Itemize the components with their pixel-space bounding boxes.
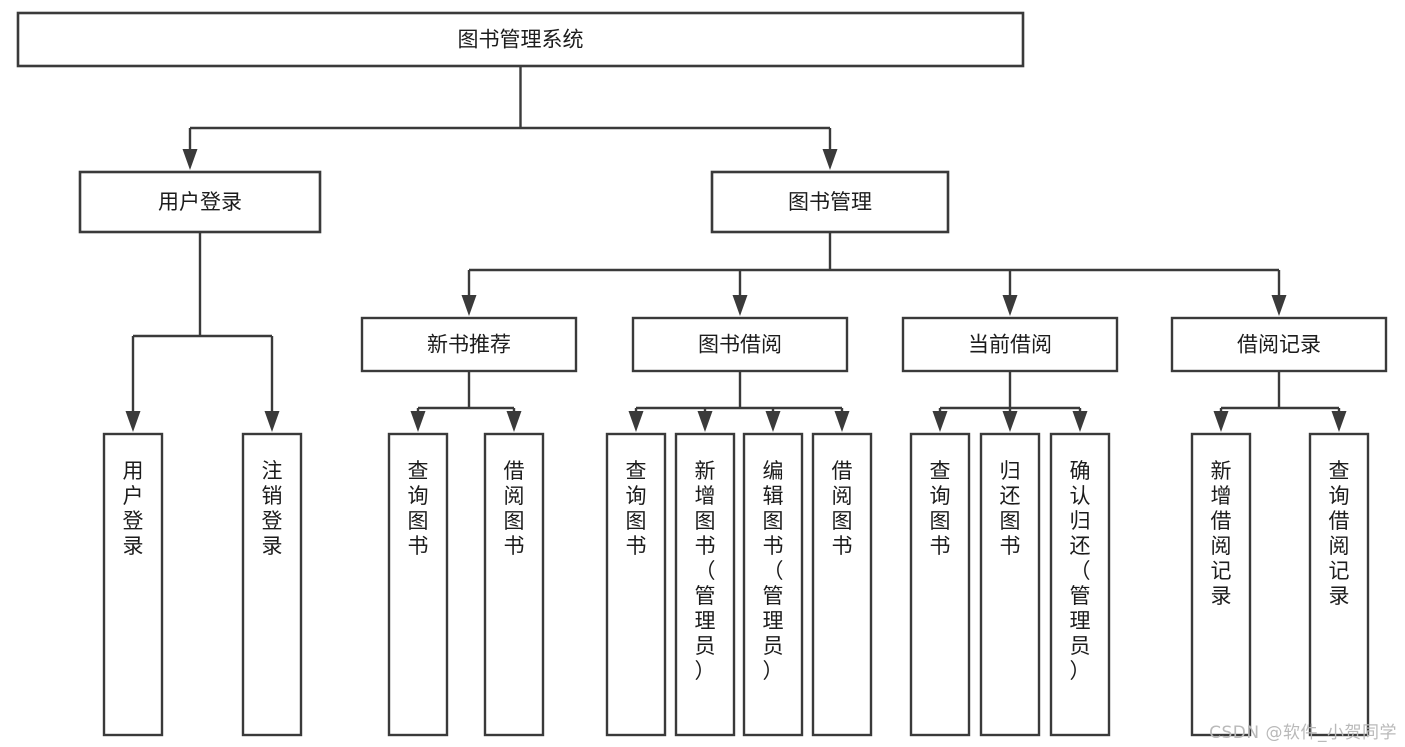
connector-layer	[131, 66, 1341, 426]
node-borrow-record[interactable]: 借阅记录	[1170, 316, 1388, 373]
node-box-leaf-confirm-return	[1049, 432, 1111, 737]
node-label-book-borrow: 图书借阅	[698, 333, 782, 357]
node-user-login[interactable]: 用户登录	[78, 170, 322, 234]
arrow-leaf-query-book-recommend	[410, 411, 426, 432]
node-box-leaf-query-book-recommend	[387, 432, 449, 737]
node-label-leaf-confirm-return: 确认归还（管理员）	[1070, 459, 1091, 683]
arrow-leaf-user-login	[125, 411, 141, 432]
user-login-bus	[131, 232, 274, 426]
node-leaf-query-book-current[interactable]: 查询图书	[909, 432, 971, 737]
arrow-leaf-query-borrow-record	[1331, 411, 1347, 432]
node-box-leaf-add-book	[674, 432, 736, 737]
arrow-leaf-logout	[264, 411, 280, 432]
arrow-leaf-edit-book	[765, 411, 781, 432]
node-box-current-borrow	[901, 316, 1119, 373]
arrow-leaf-query-book-current	[932, 411, 948, 432]
arrow-new-book-recommend	[461, 295, 477, 316]
arrow-leaf-return-book	[1002, 411, 1018, 432]
node-current-borrow[interactable]: 当前借阅	[901, 316, 1119, 373]
node-leaf-query-book-recommend[interactable]: 查询图书	[387, 432, 449, 737]
node-label-leaf-edit-book: 编辑图书（管理员）	[763, 459, 784, 683]
node-box-leaf-edit-book	[742, 432, 804, 737]
node-new-book-recommend[interactable]: 新书推荐	[360, 316, 578, 373]
arrow-leaf-confirm-return	[1072, 411, 1088, 432]
node-box-leaf-query-borrow-record	[1308, 432, 1370, 737]
arrow-leaf-query-book-borrow	[628, 411, 644, 432]
node-label-leaf-add-borrow-record: 新增借阅记录	[1211, 459, 1232, 608]
node-label-leaf-borrow-book: 借阅图书	[832, 459, 853, 558]
node-label-leaf-logout: 注销登录	[262, 459, 283, 558]
node-box-book-borrow	[631, 316, 849, 373]
recommend-bus	[416, 371, 516, 426]
arrow-current-borrow	[1002, 295, 1018, 316]
node-box-leaf-add-borrow-record	[1190, 432, 1252, 737]
book-manage-bus	[467, 232, 1281, 310]
node-label-user-login: 用户登录	[158, 190, 242, 214]
node-box-leaf-user-login	[102, 432, 164, 737]
node-label-leaf-query-book-current: 查询图书	[930, 459, 951, 558]
node-label-new-book-recommend: 新书推荐	[427, 333, 511, 357]
node-leaf-edit-book[interactable]: 编辑图书（管理员）	[742, 432, 804, 737]
node-box-leaf-query-book-borrow	[605, 432, 667, 737]
node-root[interactable]: 图书管理系统	[16, 11, 1025, 68]
node-leaf-query-book-borrow[interactable]: 查询图书	[605, 432, 667, 737]
node-label-leaf-user-login: 用户登录	[123, 459, 144, 558]
arrow-user-login	[182, 149, 198, 170]
node-leaf-logout[interactable]: 注销登录	[241, 432, 303, 737]
arrow-leaf-borrow-book-recommend	[506, 411, 522, 432]
node-leaf-return-book[interactable]: 归还图书	[979, 432, 1041, 737]
node-label-leaf-borrow-book-recommend: 借阅图书	[504, 459, 525, 558]
arrow-leaf-add-book	[697, 411, 713, 432]
node-leaf-query-borrow-record[interactable]: 查询借阅记录	[1308, 432, 1370, 737]
node-label-leaf-query-borrow-record: 查询借阅记录	[1329, 459, 1350, 608]
arrowhead-layer	[125, 149, 1347, 432]
node-leaf-add-borrow-record[interactable]: 新增借阅记录	[1190, 432, 1252, 737]
node-label-leaf-query-book-borrow: 查询图书	[626, 459, 647, 558]
node-leaf-borrow-book-recommend[interactable]: 借阅图书	[483, 432, 545, 737]
arrow-borrow-record	[1271, 295, 1287, 316]
node-label-book-manage: 图书管理	[788, 190, 872, 214]
node-box-leaf-query-book-current	[909, 432, 971, 737]
node-label-current-borrow: 当前借阅	[968, 333, 1052, 357]
node-leaf-user-login[interactable]: 用户登录	[102, 432, 164, 737]
node-box-root	[16, 11, 1025, 68]
root-bus	[188, 66, 832, 164]
node-leaf-add-book[interactable]: 新增图书（管理员）	[674, 432, 736, 737]
node-label-root: 图书管理系统	[458, 28, 584, 52]
arrow-book-manage	[822, 149, 838, 170]
node-box-new-book-recommend	[360, 316, 578, 373]
node-label-leaf-query-book-recommend: 查询图书	[408, 459, 429, 558]
record-bus	[1219, 371, 1341, 426]
node-layer: 图书管理系统用户登录图书管理新书推荐图书借阅当前借阅借阅记录用户登录注销登录查询…	[16, 11, 1388, 737]
arrow-leaf-add-borrow-record	[1213, 411, 1229, 432]
node-leaf-confirm-return[interactable]: 确认归还（管理员）	[1049, 432, 1111, 737]
arrow-leaf-borrow-book	[834, 411, 850, 432]
node-label-leaf-return-book: 归还图书	[1000, 459, 1021, 558]
node-book-borrow[interactable]: 图书借阅	[631, 316, 849, 373]
node-label-leaf-add-book: 新增图书（管理员）	[695, 459, 716, 683]
node-box-leaf-borrow-book-recommend	[483, 432, 545, 737]
node-box-leaf-return-book	[979, 432, 1041, 737]
node-box-user-login	[78, 170, 322, 234]
node-book-manage[interactable]: 图书管理	[710, 170, 950, 234]
csdn-watermark: CSDN @软件_小贺同学	[1209, 723, 1397, 743]
node-box-book-manage	[710, 170, 950, 234]
node-box-leaf-borrow-book	[811, 432, 873, 737]
node-box-borrow-record	[1170, 316, 1388, 373]
node-box-leaf-logout	[241, 432, 303, 737]
node-label-borrow-record: 借阅记录	[1237, 333, 1321, 357]
borrow-bus	[634, 371, 844, 426]
arrow-book-borrow	[732, 295, 748, 316]
node-leaf-borrow-book[interactable]: 借阅图书	[811, 432, 873, 737]
